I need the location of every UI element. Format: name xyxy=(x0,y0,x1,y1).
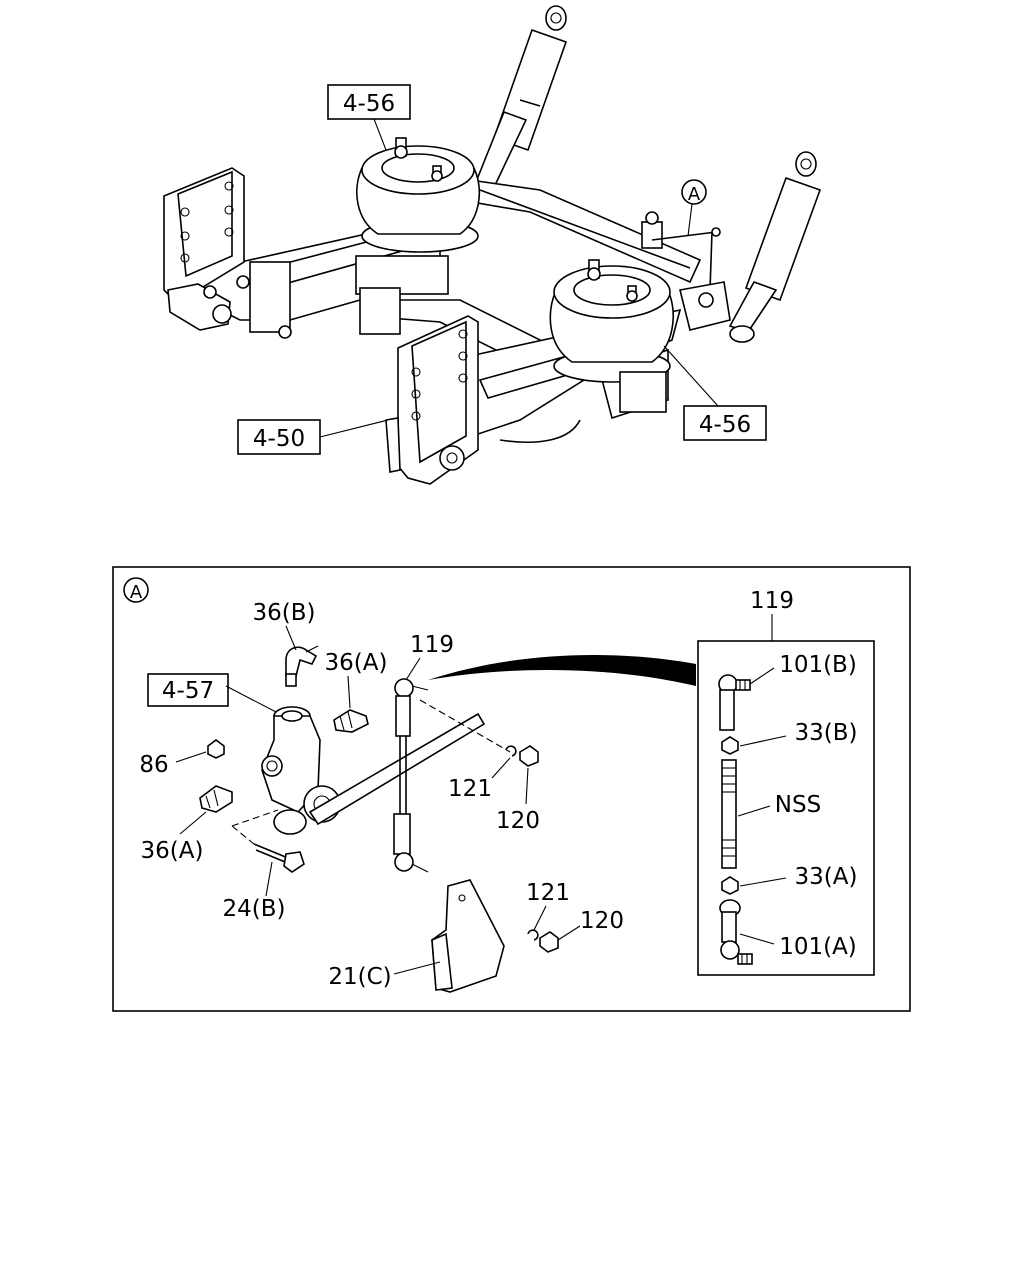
leader-air-spring-left xyxy=(373,118,387,151)
leader-connector-lower xyxy=(179,811,207,835)
leader-bolt xyxy=(265,861,273,897)
joint-upper xyxy=(718,674,751,731)
joint-lower xyxy=(719,899,753,965)
nut-lower xyxy=(539,931,559,953)
shock-absorber-right xyxy=(728,151,822,343)
detail-marker-circle xyxy=(681,179,707,205)
callout-box-air-spring-right xyxy=(683,405,767,441)
callout-elbow-fitting: 36(B) xyxy=(253,600,316,626)
detail-a-panel: A xyxy=(112,566,911,1012)
leader-nut-33a xyxy=(739,877,787,887)
callout-connector-lower: 36(A) xyxy=(141,838,204,864)
inset-rod-breakdown: 119 xyxy=(697,588,875,976)
leader-bracket xyxy=(393,961,441,975)
callout-joint-upper: 101(B) xyxy=(779,652,857,678)
leader-rod-assembly xyxy=(405,657,421,681)
leader-detail-marker xyxy=(687,203,693,237)
callout-box-air-spring-left xyxy=(327,84,411,120)
leader-plug xyxy=(175,751,207,763)
leader-nut-lower xyxy=(557,925,581,941)
callout-air-spring-left: 4-56 xyxy=(343,91,395,117)
callout-box-valve-assembly xyxy=(147,673,229,707)
leveling-valve xyxy=(261,706,341,835)
inset-pointer-arrow xyxy=(428,654,696,686)
lever-arm xyxy=(308,699,511,826)
callout-rod-assembly: 119 xyxy=(410,632,454,658)
inset-frame xyxy=(697,640,875,976)
leveling-valve-linkage xyxy=(641,211,731,331)
callout-nut-upper: 120 xyxy=(496,808,540,834)
frame-bracket-left xyxy=(163,167,292,339)
callout-clip-lower: 121 xyxy=(526,880,570,906)
leader-joint-lower xyxy=(739,933,775,945)
inset-title: 119 xyxy=(750,588,794,614)
detail-a-marker-circle xyxy=(123,577,149,603)
callout-connector-upper: 36(A) xyxy=(325,650,388,676)
dashed-guide-bolt xyxy=(231,809,279,827)
detail-a-marker: A xyxy=(130,582,143,603)
nut-upper xyxy=(519,745,539,767)
nut-33b xyxy=(721,736,739,755)
callout-clip-upper: 121 xyxy=(448,776,492,802)
air-spring-right xyxy=(549,259,674,413)
bracket xyxy=(431,879,505,993)
callout-nut-33b: 33(B) xyxy=(795,720,858,746)
callout-valve-assembly: 4-57 xyxy=(162,678,214,704)
callout-spring-bracket: 4-50 xyxy=(253,426,305,452)
leader-rod xyxy=(737,805,771,817)
callout-nut-33a: 33(A) xyxy=(795,864,858,890)
rod-assembly xyxy=(393,678,429,873)
leader-valve-assembly xyxy=(225,685,277,713)
plug xyxy=(207,739,225,759)
clip-upper xyxy=(505,745,517,757)
callout-plug: 86 xyxy=(139,752,168,778)
leader-nut-33b xyxy=(739,735,787,747)
suspension-assembly-illustration: 4-56 4-56 4-50 A xyxy=(163,5,822,485)
shock-absorber-left xyxy=(470,5,568,202)
leader-joint-upper xyxy=(749,667,775,685)
callout-rod: NSS xyxy=(775,792,821,818)
air-spring-left xyxy=(356,137,481,253)
dashed-guide-bolt-2 xyxy=(231,825,255,845)
leader-clip-upper xyxy=(491,757,511,779)
callout-bolt: 24(B) xyxy=(223,896,286,922)
callout-air-spring-right: 4-56 xyxy=(699,412,751,438)
elbow-fitting xyxy=(285,645,319,687)
threaded-rod xyxy=(721,759,737,869)
leader-clip-lower xyxy=(533,905,547,931)
bolt xyxy=(253,843,305,873)
leader-elbow-fitting xyxy=(285,625,297,651)
callout-nut-lower: 120 xyxy=(580,908,624,934)
detail-marker-label: A xyxy=(688,184,701,205)
leader-nut-upper xyxy=(525,767,529,805)
connector-upper xyxy=(333,709,369,733)
detail-a-frame xyxy=(112,566,911,1012)
callout-joint-lower: 101(A) xyxy=(779,934,857,960)
leader-connector-upper xyxy=(347,675,351,709)
leader-spring-bracket xyxy=(319,419,389,438)
clip-lower xyxy=(527,929,539,941)
leader-air-spring-right xyxy=(663,345,719,407)
connector-lower xyxy=(199,785,233,813)
callout-bracket: 21(C) xyxy=(328,964,391,990)
nut-33a xyxy=(721,876,739,895)
